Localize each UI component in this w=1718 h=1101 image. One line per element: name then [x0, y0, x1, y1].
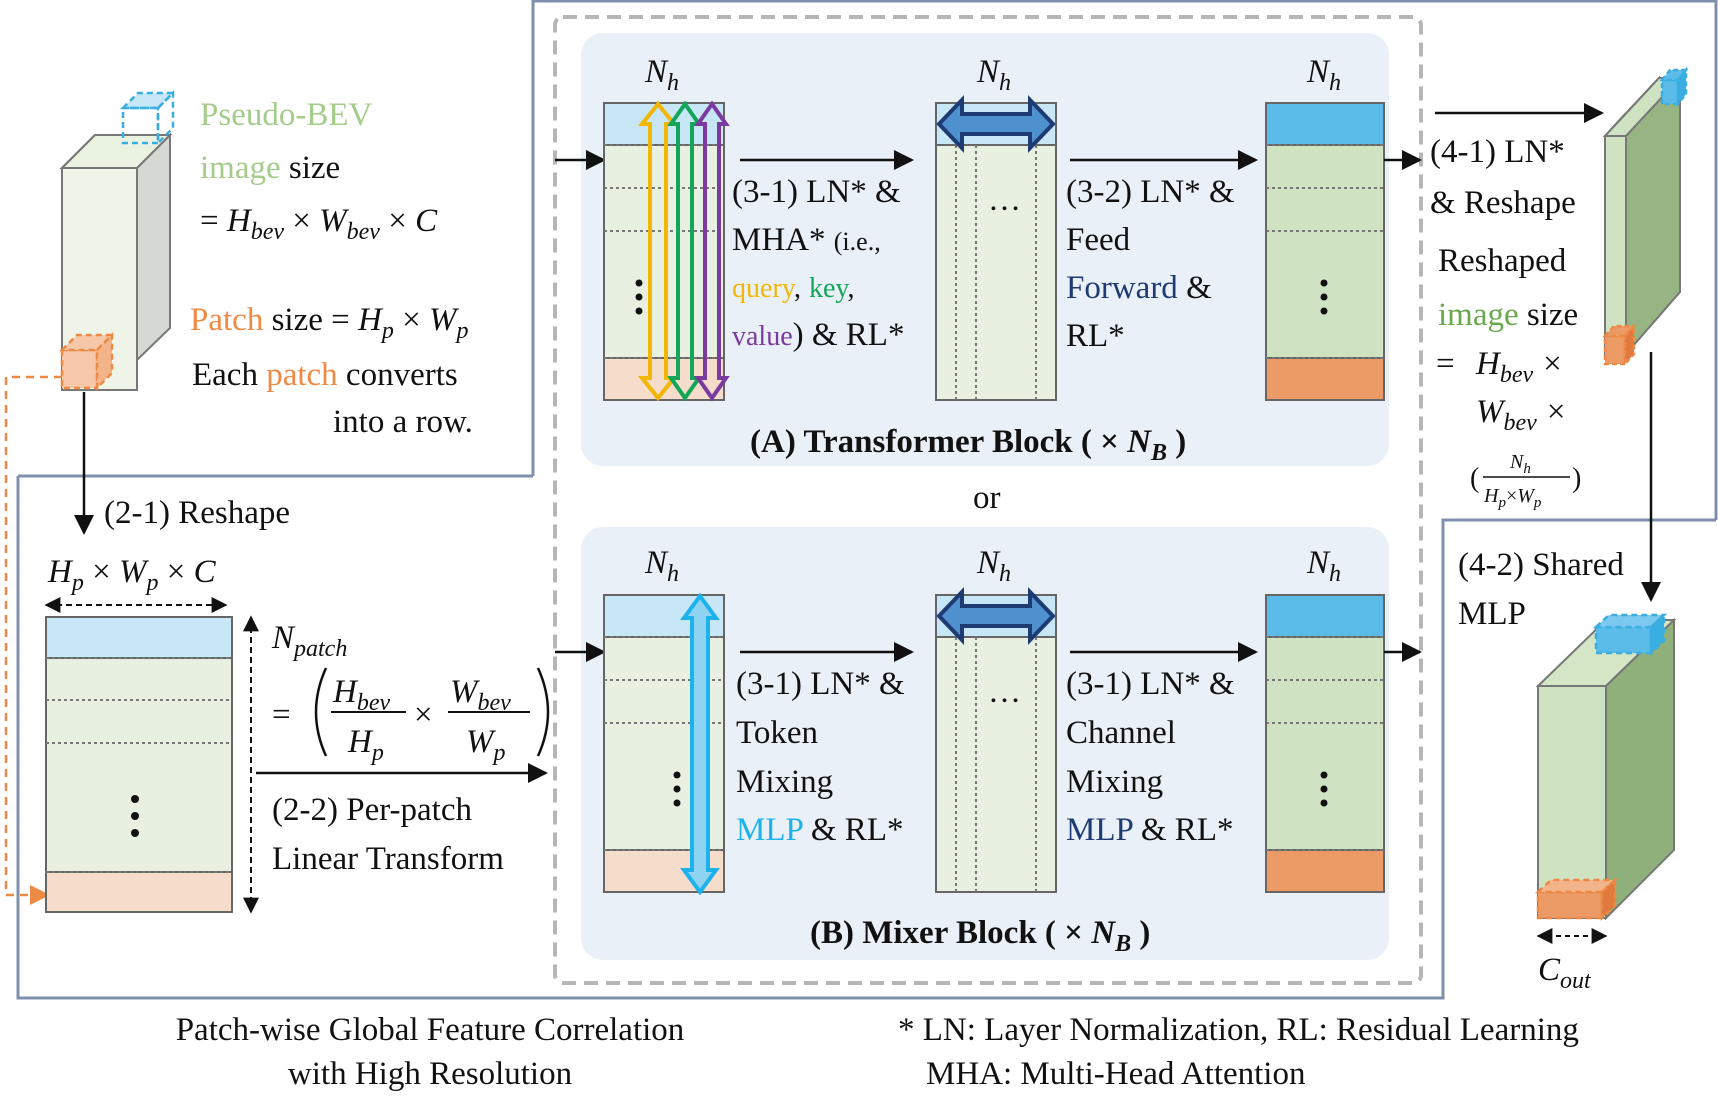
- npatch-label: Npatch: [271, 620, 347, 662]
- svg-text:(: (: [1470, 463, 1479, 494]
- cout-label: Cout: [1538, 952, 1592, 994]
- ln-reshape-line2: & Reshape: [1430, 185, 1576, 221]
- footnote-line1: * LN: Layer Normalization, RL: Residual …: [898, 1012, 1579, 1048]
- reshaped-label: Reshaped: [1438, 243, 1567, 279]
- svg-text:Nh: Nh: [1509, 451, 1531, 477]
- svg-text:=: =: [272, 697, 291, 733]
- value-arrow: [694, 100, 730, 402]
- svg-text:=: =: [1436, 346, 1455, 382]
- reshaped-size-formula: = Hbev× Wbev× ( ) Nh Hp×Wp: [1436, 346, 1581, 511]
- patch-matrix: [45, 616, 233, 913]
- mixer-matrix-3: [1265, 594, 1385, 893]
- t-mix-arrow: [936, 95, 1056, 153]
- output-cube: [1534, 612, 1677, 921]
- m-token: Token: [736, 715, 818, 751]
- m-step2-line1: (3-1) LN* &: [1066, 666, 1235, 702]
- patch-route-dashed: [4, 375, 62, 905]
- shared-mlp-line1: (4-2) Shared: [1458, 547, 1624, 583]
- transformer-matrix-3: [1265, 102, 1385, 401]
- t-step2-line1: (3-2) LN* &: [1066, 174, 1235, 210]
- m-mixing: Mixing: [736, 764, 833, 800]
- svg-text:Hp: Hp: [347, 724, 384, 766]
- size-label: size: [281, 150, 341, 186]
- shared-mlp-line2: MLP: [1458, 596, 1526, 632]
- m-mixing-2: Mixing: [1066, 764, 1163, 800]
- svg-text:Wbev×: Wbev×: [1476, 394, 1565, 436]
- reshape-label: (2-1) Reshape: [104, 495, 290, 531]
- svg-text:Hbev×: Hbev×: [1475, 346, 1562, 388]
- svg-text:×: ×: [414, 697, 433, 733]
- per-patch-label: (2-2) Per-patch: [272, 792, 472, 828]
- m-mlp-rl: MLP & RL*: [736, 812, 903, 848]
- input-size-formula: = Hbev × Wbev × C: [200, 203, 438, 245]
- patch-size-formula: Patch size = Hp × Wp: [190, 302, 468, 344]
- reshaped-image-size: image size: [1438, 297, 1578, 333]
- footnote-line2: MHA: Multi-Head Attention: [926, 1056, 1305, 1092]
- key-arrow: [667, 100, 703, 402]
- mixer-matrix-1: [603, 592, 725, 896]
- svg-text:Hp×Wp: Hp×Wp: [1483, 485, 1542, 511]
- mixer-matrix-2: …: [935, 587, 1057, 893]
- nh-label-t3: Nh: [1306, 54, 1341, 96]
- nh-label-m1: Nh: [644, 545, 679, 587]
- t-step1-line1: (3-1) LN* &: [732, 174, 901, 210]
- pseudo-bev-label: Pseudo-BEV: [200, 97, 373, 133]
- lower-frame: [16, 474, 1716, 1000]
- svg-text:Hbev: Hbev: [332, 674, 390, 716]
- token-mixing-arrow: [680, 592, 720, 896]
- block-enclosure: [553, 15, 1423, 985]
- caption-line2: with High Resolution: [288, 1056, 572, 1092]
- t-rl: RL*: [1066, 318, 1125, 354]
- m-mlp-rl-2: MLP & RL*: [1066, 812, 1233, 848]
- reshaped-bottom-patch: [1602, 322, 1637, 368]
- svg-text:): ): [1572, 463, 1581, 494]
- linear-transform-label: Linear Transform: [272, 841, 504, 877]
- t-step1-line3: query,key,: [732, 273, 855, 304]
- svg-text:Wp: Wp: [466, 724, 506, 766]
- t-feed: Feed: [1066, 222, 1131, 258]
- npatch-formula: = Hbev Hp × Wbev Wp: [272, 667, 550, 766]
- output-bottom-patch: [1534, 877, 1619, 921]
- output-top-patch: [1592, 612, 1668, 656]
- pseudo-bev-cube: [58, 89, 177, 392]
- transformer-title: (A) Transformer Block ( × NB ): [750, 424, 1186, 466]
- t-step1-line4: value) & RL*: [732, 317, 904, 353]
- svg-text:Pseudo-BEV: Pseudo-BEV: [200, 97, 373, 133]
- m-matrix2-ellipsis: …: [988, 674, 1021, 710]
- reshaped-cube: [1602, 66, 1689, 368]
- nh-label-m2: Nh: [976, 545, 1011, 587]
- reshaped-top-patch: [1659, 66, 1689, 108]
- t-matrix2-ellipsis: …: [988, 182, 1021, 218]
- svg-text:Wbev: Wbev: [450, 674, 511, 716]
- m-channel: Channel: [1066, 715, 1176, 751]
- nh-label-t2: Nh: [976, 54, 1011, 96]
- transformer-matrix-2: …: [935, 95, 1057, 401]
- m-step1-line1: (3-1) LN* &: [736, 666, 905, 702]
- nh-label-m3: Nh: [1306, 545, 1341, 587]
- t-forward: Forward &: [1066, 270, 1212, 306]
- caption-line1: Patch-wise Global Feature Correlation: [176, 1012, 685, 1048]
- input-patch-top: [119, 89, 177, 147]
- mixer-title: (B) Mixer Block ( × NB ): [810, 915, 1150, 957]
- each-patch-text: Each patch converts: [192, 357, 458, 393]
- channel-mixing-arrow: [936, 587, 1056, 645]
- svg-text:image size: image size: [200, 150, 340, 186]
- t-step1-line2: MHA* (i.e.,: [732, 222, 881, 258]
- ln-reshape-line1: (4-1) LN*: [1430, 134, 1565, 170]
- input-patch-bottom: [58, 331, 116, 392]
- or-label: or: [973, 480, 1001, 516]
- image-label: image: [200, 150, 281, 186]
- upper-frame: [531, 0, 1718, 520]
- matrix-dim-label: Hp × Wp × C: [47, 554, 217, 596]
- into-row-text: into a row.: [333, 404, 473, 440]
- nh-label-t1: Nh: [644, 54, 679, 96]
